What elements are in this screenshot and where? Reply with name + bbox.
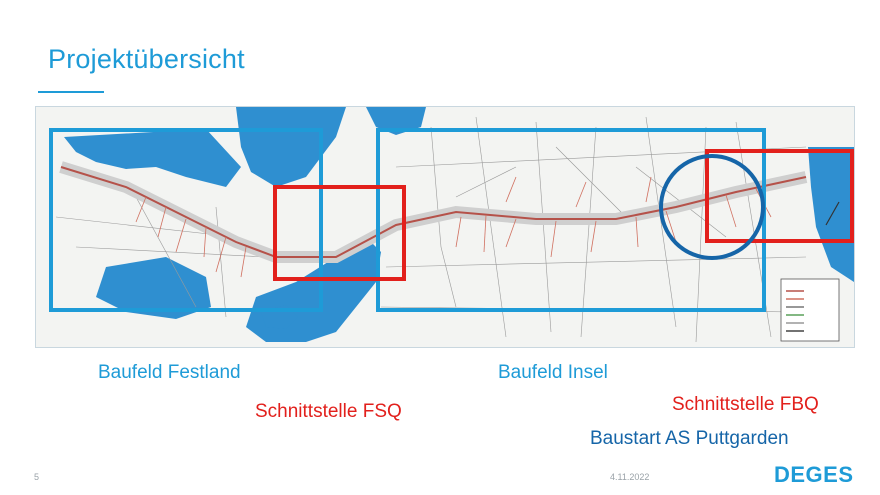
slide-date: 4.11.2022 — [610, 472, 650, 482]
map-water-east — [808, 147, 854, 282]
label-baufeld-insel: Baufeld Insel — [498, 362, 608, 383]
map-water-bay — [64, 129, 241, 187]
blue-box-insel — [376, 128, 766, 312]
slide-title: Projektübersicht — [48, 44, 245, 74]
route-ticks — [135, 176, 772, 278]
label-schnittstelle-fbq: Schnittstelle FBQ — [672, 394, 819, 415]
project-map — [35, 106, 855, 348]
map-legend-lines — [786, 290, 804, 332]
label-baustart: Baustart AS Puttgarden — [590, 428, 789, 449]
deges-logo: DEGES — [774, 462, 854, 487]
title-underline — [38, 91, 104, 93]
blue-box-festland — [49, 128, 323, 312]
blue-circle-puttgarden — [659, 154, 765, 260]
map-water-south-west — [96, 257, 211, 319]
map-water-north — [236, 107, 346, 187]
page-number: 5 — [34, 472, 40, 482]
route-line — [60, 166, 807, 258]
project-map-svg — [36, 107, 854, 347]
label-schnittstelle-fsq: Schnittstelle FSQ — [255, 401, 402, 422]
red-box-fbq — [705, 149, 854, 243]
north-arrow-icon — [825, 201, 840, 226]
label-baufeld-festland: Baufeld Festland — [98, 362, 241, 383]
red-box-fsq — [273, 185, 406, 281]
